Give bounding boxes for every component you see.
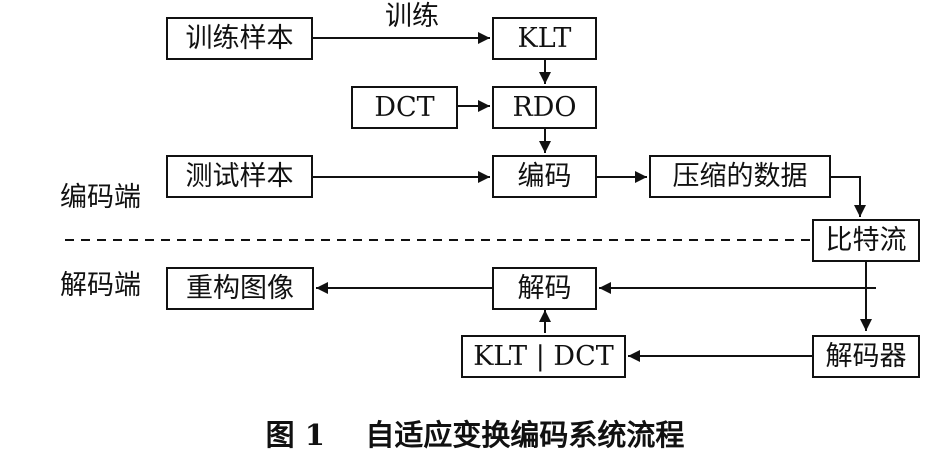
figure-caption: 图 1 自适应变换编码系统流程 <box>265 418 685 452</box>
label-encoder-side: 编码端 <box>60 182 141 213</box>
edge-label-train: 训练 <box>385 1 439 32</box>
node-klt: KLT <box>492 17 597 60</box>
node-encode: 编码 <box>492 155 597 198</box>
node-compressed-data: 压缩的数据 <box>649 155 831 198</box>
node-reconstructed-image: 重构图像 <box>166 267 314 310</box>
arrow-compressed-to-bitstream <box>831 176 866 217</box>
node-dct: DCT <box>351 86 458 129</box>
node-decode: 解码 <box>492 267 597 310</box>
node-test-samples: 测试样本 <box>166 155 313 198</box>
node-decoder: 解码器 <box>812 335 920 378</box>
label-decoder-side: 解码端 <box>60 270 141 301</box>
node-bitstream: 比特流 <box>812 219 920 262</box>
node-rdo: RDO <box>492 86 597 129</box>
node-train-samples: 训练样本 <box>166 17 313 60</box>
node-klt-dct: KLT | DCT <box>461 335 626 378</box>
